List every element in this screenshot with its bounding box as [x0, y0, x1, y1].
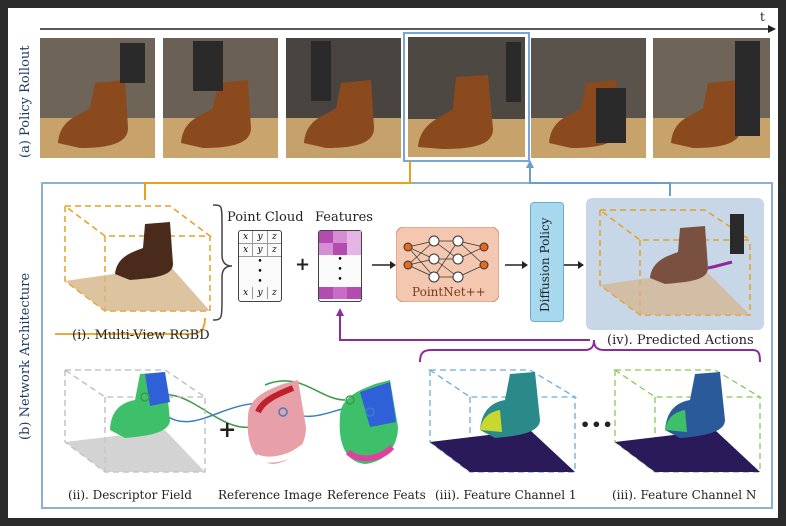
caption-reference-feats: Reference Feats	[327, 488, 426, 502]
rollout-frame-4	[408, 37, 525, 157]
channels-ellipsis: •••	[580, 415, 614, 434]
features-matrix: •••	[318, 230, 362, 302]
features-title: Features	[315, 210, 373, 225]
predicted-actions-cloud	[597, 209, 753, 316]
caption-descriptor: (ii). Descriptor Field	[68, 488, 192, 502]
diffusion-policy-block	[530, 202, 564, 322]
rollout-frame-1	[40, 38, 155, 158]
row-label-policy-rollout: (a) Policy Rollout	[18, 45, 33, 159]
rollout-frame-5	[531, 38, 646, 158]
caption-channel-1: (iii). Feature Channel 1	[435, 488, 577, 502]
timeline-label: t	[760, 10, 765, 24]
diffusion-policy-label: Diffusion Policy	[538, 217, 552, 312]
rollout-frame-2	[163, 38, 278, 158]
reference-image	[247, 380, 306, 464]
multiview-rgbd-cloud	[62, 205, 213, 312]
plus-sign: +	[295, 254, 311, 275]
rollout-frame-6	[653, 38, 770, 158]
plus-sign-2: +	[218, 417, 237, 443]
feature-channel-n	[612, 369, 763, 473]
feature-channel-1	[427, 369, 578, 473]
point-cloud-title: Point Cloud	[227, 210, 304, 225]
caption-reference-image: Reference Image	[218, 488, 322, 502]
pointnet-label: PointNet++	[412, 285, 486, 299]
caption-multiview: (i). Multi-View RGBD	[72, 328, 210, 343]
descriptor-field	[62, 369, 208, 473]
reference-feats	[339, 380, 398, 464]
caption-channel-n: (iii). Feature Channel N	[612, 488, 757, 502]
row-label-network-architecture: (b) Network Architecture	[18, 272, 33, 440]
caption-predicted: (iv). Predicted Actions	[607, 333, 754, 348]
pointnet-block	[396, 227, 499, 302]
rollout-frame-3	[286, 38, 401, 158]
